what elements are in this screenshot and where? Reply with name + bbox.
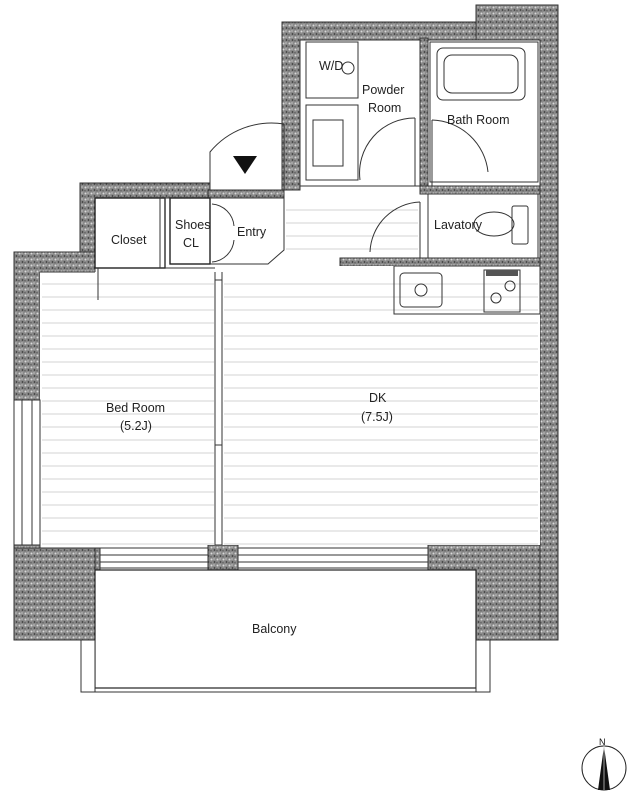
compass-label: N [599,737,606,747]
bathtub-icon [436,47,526,101]
room-floors [40,209,540,545]
vanity-icon [305,104,359,181]
label-powder-1: Powder [362,83,404,97]
balcony [80,569,491,693]
label-entry: Entry [237,225,267,239]
sink-icon [399,272,443,308]
entrance-arrow-icon [233,156,257,174]
room-labels: W/D Powder Room Bath Room Lavatory Close… [106,59,510,636]
label-bath: Bath Room [447,113,510,127]
label-powder-2: Room [368,101,401,115]
windows [13,399,429,569]
label-lavatory: Lavatory [434,218,483,232]
label-bedroom-size: (5.2J) [120,419,152,433]
kitchen-counter [393,265,541,315]
partitions [40,41,540,545]
label-shoes-2: CL [183,236,199,250]
toilet-icon [473,205,529,245]
fixtures [305,41,541,315]
north-compass: N [581,737,627,791]
stove-icon [483,269,521,313]
washer-icon [305,41,359,99]
label-dk: DK [369,391,387,405]
label-closet: Closet [111,233,147,247]
label-dk-size: (7.5J) [361,410,393,424]
label-balcony: Balcony [252,622,297,636]
label-bedroom: Bed Room [106,401,165,415]
label-shoes-1: Shoes [175,218,210,232]
label-wd: W/D [319,59,343,73]
doors [159,117,489,446]
